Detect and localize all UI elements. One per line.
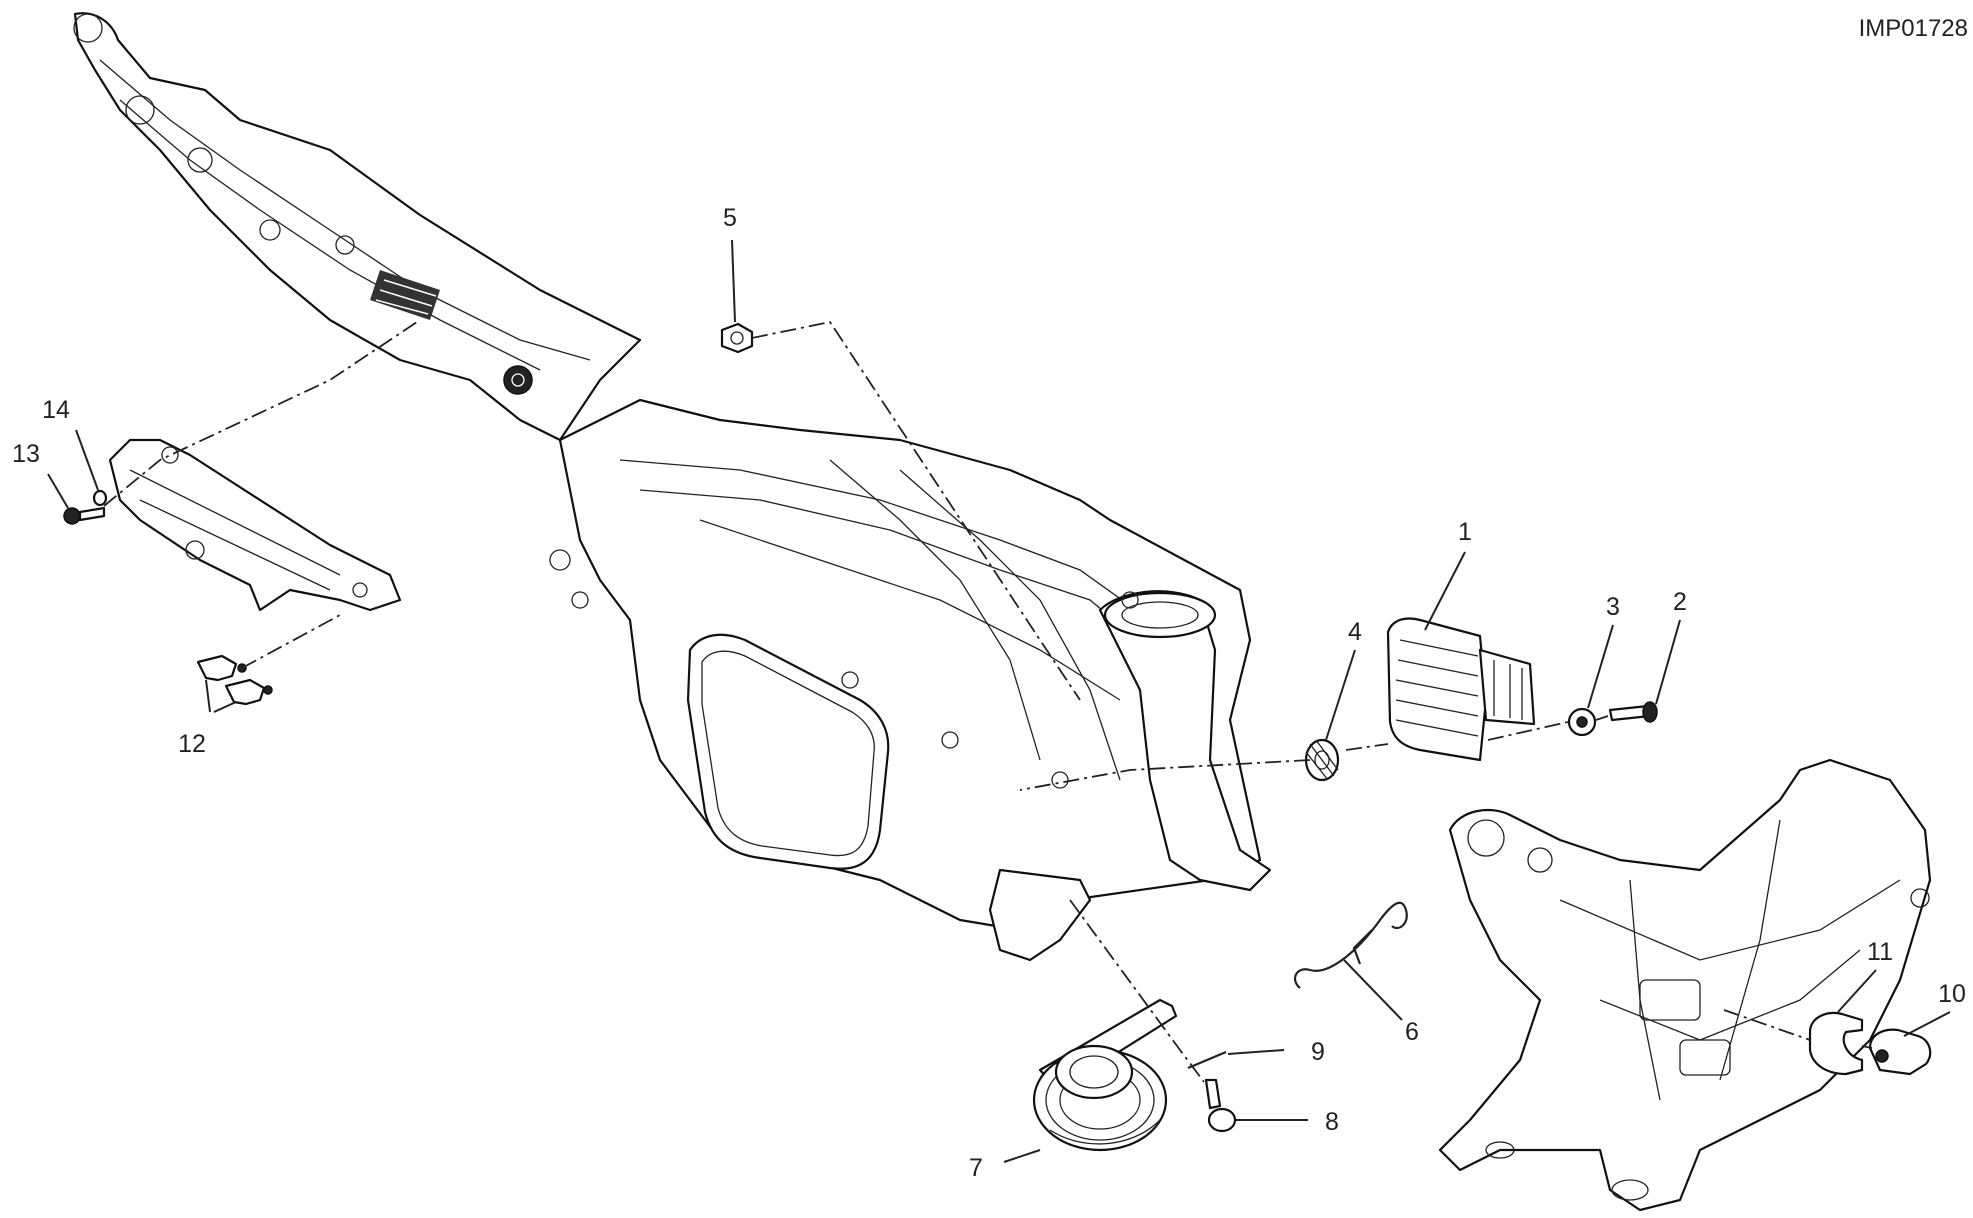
part-4-grommet: [1304, 738, 1340, 782]
callout-2: 2: [1673, 588, 1687, 616]
part-6-clip: [1293, 901, 1408, 989]
callout-13: 13: [12, 440, 40, 468]
callout-11: 11: [1867, 938, 1893, 966]
callout-7: 7: [969, 1154, 983, 1182]
callout-9: 9: [1311, 1038, 1325, 1066]
callout-6: 6: [1405, 1018, 1419, 1046]
callout-8: 8: [1325, 1108, 1339, 1136]
front-subframe: [1438, 758, 1932, 1212]
assembly-lines: [103, 319, 1873, 1083]
main-frame: [73, 12, 1272, 962]
part-10-cap: [1868, 1028, 1932, 1076]
diagram-reference-code: IMP01728: [1859, 15, 1968, 42]
part-5-nut: [720, 322, 754, 354]
callout-1: 1: [1458, 518, 1472, 546]
callout-14: 14: [42, 396, 70, 424]
part-9-washer: [1187, 1050, 1227, 1070]
hatched-label-area: [370, 270, 440, 320]
part-3-washer: [1567, 707, 1597, 737]
callout-labels: 1 2 3 4 5 6 7 8 9 10 11 12 13 14: [12, 204, 1966, 1182]
part-7-horn: [1032, 998, 1178, 1152]
callout-3: 3: [1606, 593, 1620, 621]
callout-5: 5: [723, 204, 737, 232]
part-8-screw: [1204, 1078, 1237, 1133]
callout-10: 10: [1938, 980, 1966, 1008]
part-2-screw: [1608, 701, 1658, 723]
part-13-screw: [63, 506, 106, 525]
callout-4: 4: [1348, 618, 1362, 646]
part-1-voltage-regulator: [1386, 617, 1536, 762]
callout-leaders: [47, 239, 1951, 1163]
part-12-clamps: [196, 654, 273, 706]
callout-12: 12: [178, 730, 206, 758]
part-14-washer: [92, 489, 108, 507]
part-11-clip: [1808, 1011, 1864, 1076]
